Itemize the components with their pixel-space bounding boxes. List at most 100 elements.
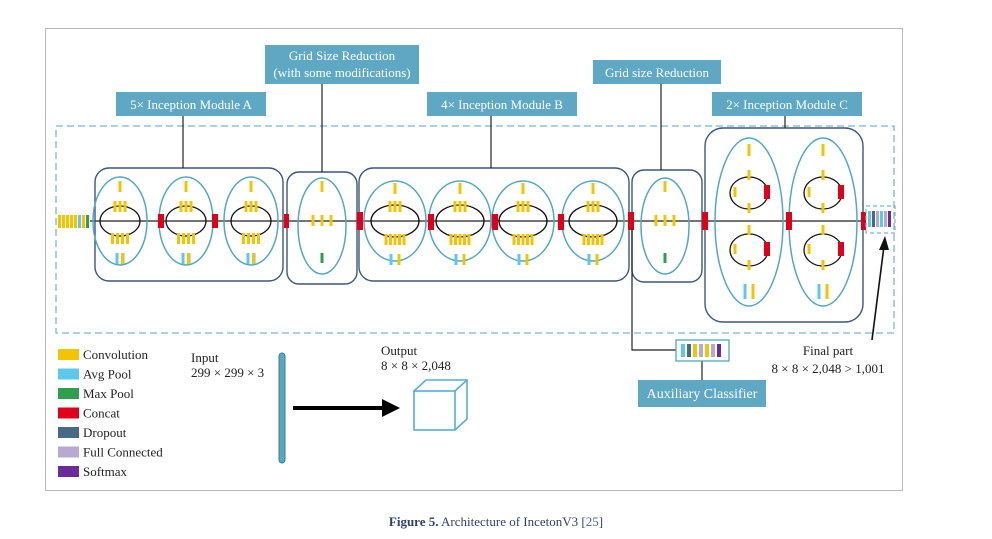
concat-block — [838, 242, 844, 256]
conv-bar — [512, 234, 516, 245]
module-a-ellipse — [92, 176, 148, 266]
avgpool-bar — [817, 284, 821, 299]
label-reduction2: Grid size Reduction — [593, 60, 721, 84]
conv-bar — [252, 233, 255, 244]
final-part-arrow-line — [871, 245, 885, 341]
output-cube — [413, 379, 468, 431]
conv-bar — [254, 201, 258, 212]
conv-bar — [516, 201, 520, 212]
conv-bar — [467, 234, 471, 245]
conv-bar — [320, 215, 324, 226]
conv-bar — [393, 183, 397, 194]
conv-bar — [521, 201, 525, 212]
conv-bar — [249, 201, 253, 212]
avgpool-bar — [181, 253, 185, 264]
conv-bar — [595, 254, 599, 265]
conv-bar — [177, 233, 180, 244]
conv-bar — [751, 284, 755, 299]
figure-caption: Figure 5. Architecture of IncetonV3 [25] — [0, 514, 992, 530]
conv-bar — [116, 233, 119, 244]
conv-bar — [123, 201, 127, 212]
conv-bar — [257, 233, 260, 244]
module-b-ellipse — [363, 180, 427, 262]
conv-bar — [182, 233, 185, 244]
module-a-ellipse — [223, 176, 279, 266]
conv-bar — [249, 181, 253, 192]
conv-bar — [521, 183, 525, 194]
legend-label: Concat — [83, 406, 120, 421]
conv-bar — [525, 254, 529, 265]
avgpool-bar — [115, 253, 119, 264]
module-c-ellipse — [788, 137, 858, 307]
label-reduction1-line1: Grid Size Reduction — [289, 48, 396, 63]
conv-bar — [388, 201, 392, 212]
conv-bar — [111, 233, 114, 244]
avgpool-bar — [454, 254, 458, 265]
conv-bar — [825, 284, 829, 299]
label-auxiliary: Auxiliary Classifier — [638, 380, 766, 407]
legend-swatch — [58, 407, 79, 419]
label-reduction1: Grid Size Reduction (with some modificat… — [265, 45, 419, 84]
avgpool-bar — [389, 254, 393, 265]
label-reduction1-line2: (with some modifications) — [273, 65, 410, 80]
conv-bar — [113, 201, 117, 212]
conv-bar — [582, 234, 586, 245]
conv-bar — [672, 215, 676, 226]
label-module-a: 5× Inception Module A — [116, 92, 266, 116]
legend-label: Max Pool — [83, 386, 134, 401]
input-plane — [278, 352, 286, 464]
conv-bar — [591, 183, 595, 194]
conv-bar — [449, 234, 453, 245]
concat-block — [838, 185, 844, 199]
conv-bar — [521, 234, 525, 245]
legend-swatch — [58, 388, 79, 399]
conv-bar — [121, 233, 124, 244]
caption-close: ] — [598, 514, 604, 529]
conv-bar — [402, 234, 406, 245]
conv-bar — [747, 203, 751, 213]
avgpool-bar — [743, 284, 747, 299]
final-part-arrow-head — [879, 236, 889, 250]
conv-bar — [458, 234, 462, 245]
legend-swatch — [58, 466, 79, 477]
label-module-b-text: 4× Inception Module B — [441, 97, 563, 112]
caption-ref: 25 — [585, 514, 599, 529]
conv-bar — [121, 253, 124, 264]
conv-bar — [463, 234, 466, 245]
conv-bar — [463, 201, 467, 212]
conv-bar — [398, 201, 402, 212]
label-connectors — [182, 84, 786, 380]
label-module-a-text: 5× Inception Module A — [130, 97, 252, 112]
conv-bar — [821, 170, 825, 180]
conv-bar — [187, 233, 190, 244]
label-reduction2-text: Grid size Reduction — [605, 65, 709, 80]
conv-bar — [747, 260, 751, 270]
conv-bar — [663, 215, 667, 226]
final-part-stack — [868, 211, 891, 227]
conv-bar — [187, 253, 190, 264]
input-dims: 299 × 299 × 3 — [191, 365, 264, 380]
reduction2-box — [631, 169, 703, 283]
maxpool-bar — [663, 253, 667, 263]
conv-bar — [807, 187, 811, 197]
conv-bar — [393, 234, 397, 245]
legend-swatch — [58, 368, 79, 380]
label-module-b: 4× Inception Module B — [427, 92, 577, 116]
final-part-dashed — [865, 205, 896, 234]
maxpool-bar — [320, 253, 324, 263]
legend-label: Full Connected — [83, 445, 163, 460]
conv-bar — [126, 233, 129, 244]
conv-bar — [247, 233, 250, 244]
legend-label: Softmax — [83, 464, 128, 479]
conv-bar — [242, 233, 245, 244]
label-module-c-text: 2× Inception Module C — [726, 97, 848, 112]
final-part-dims: 8 × 8 × 2,048 > 1,001 — [772, 361, 885, 376]
conv-bar — [517, 234, 520, 245]
conv-bar — [747, 170, 751, 180]
input-stack — [58, 215, 89, 228]
label-module-c: 2× Inception Module C — [712, 92, 862, 116]
conv-bar — [747, 144, 751, 156]
conv-bar — [526, 201, 530, 212]
legend-label: Avg Pool — [83, 367, 132, 382]
